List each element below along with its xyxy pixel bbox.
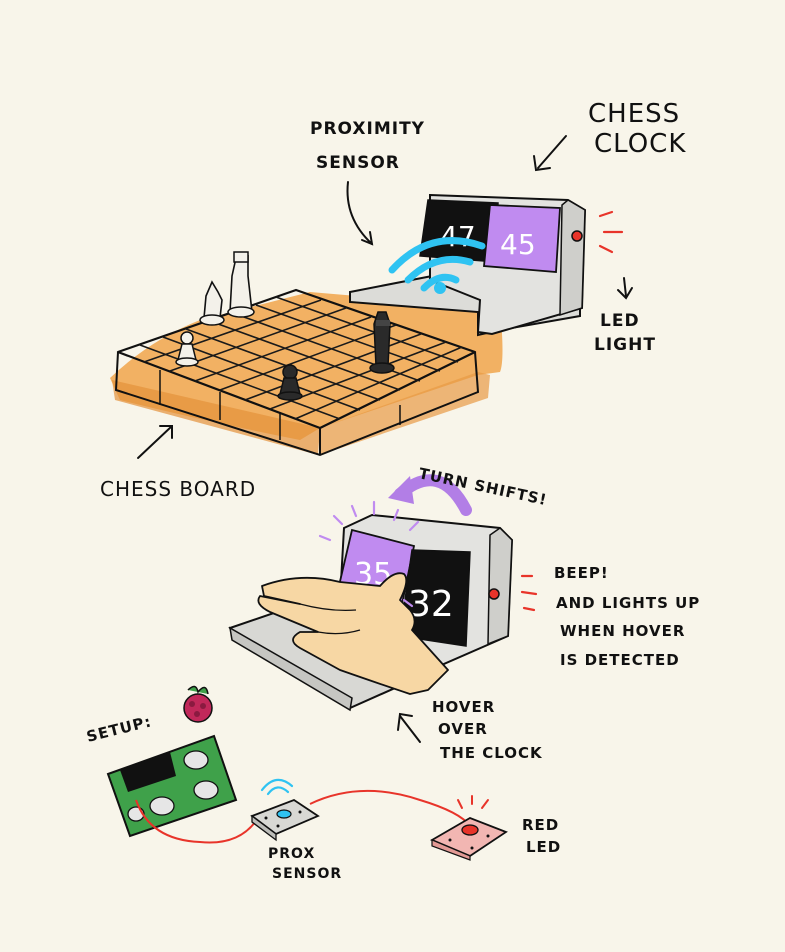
- prox-sensor-module: [250, 798, 320, 842]
- board-edge-ticks: [159, 370, 401, 440]
- clock-top-right-time: 45: [500, 228, 536, 261]
- led-light: [571, 230, 583, 242]
- label-sensor: SENSOR: [316, 153, 400, 173]
- label-chess-board: CHESS BOARD: [100, 477, 256, 501]
- hovering-hand: [257, 572, 449, 695]
- label-red: RED: [522, 816, 559, 834]
- label-the-clock: THE CLOCK: [440, 744, 543, 762]
- led-glow-icon-bottom: [520, 574, 538, 612]
- label-light: LIGHT: [594, 335, 656, 355]
- clock-top-right-display: [483, 204, 561, 273]
- red-led-glow-icon: [457, 795, 489, 809]
- label-clock: CLOCK: [594, 129, 686, 159]
- board-front-side: [112, 380, 320, 455]
- arrow-to-board: [137, 425, 173, 459]
- black-pawn: [277, 364, 303, 401]
- red-wires: [135, 789, 471, 844]
- black-king: [369, 311, 395, 374]
- raspberry-pi-board: [106, 734, 238, 838]
- label-led-bottom: LED: [526, 838, 561, 856]
- turn-arrow-icon: [388, 474, 472, 516]
- label-beep: BEEP!: [554, 564, 609, 582]
- arrow-to-hover: [397, 712, 421, 743]
- chess-board: [110, 288, 503, 457]
- arrow-to-sensor: [346, 181, 373, 245]
- label-is-detected: IS DETECTED: [560, 651, 680, 669]
- small-wifi-icon: [260, 778, 294, 796]
- clock-bottom-right-time: 32: [408, 584, 454, 625]
- pi-chip: [120, 752, 176, 792]
- label-and-lights-up: AND LIGHTS UP: [556, 594, 700, 612]
- white-pawn: [175, 331, 199, 367]
- label-led: LED: [600, 311, 640, 331]
- annotation-arrows-top: [137, 135, 633, 459]
- chess-clock-top: 47 45: [349, 193, 624, 337]
- led-light-bottom: [488, 588, 500, 600]
- chess-pieces: [175, 251, 395, 401]
- arrow-to-clock: [537, 135, 567, 169]
- label-over: OVER: [438, 720, 488, 738]
- led-glow-icon: [598, 210, 624, 254]
- clock-top-left-time: 47: [440, 220, 476, 253]
- label-when-hover: WHEN HOVER: [560, 622, 685, 640]
- board-fill: [110, 292, 503, 440]
- label-prox-sensor: SENSOR: [272, 866, 342, 882]
- labels-top: PROXIMITY SENSOR CHESS CLOCK LED LIGHT C…: [100, 99, 686, 501]
- raspberry-pi-icon: [183, 685, 213, 723]
- label-prox: PROX: [268, 846, 315, 862]
- label-proximity: PROXIMITY: [310, 119, 425, 139]
- red-led-module: [429, 817, 508, 861]
- white-rook: [227, 251, 255, 318]
- board-right-side: [320, 372, 490, 455]
- label-setup: SETUP:: [85, 712, 154, 746]
- wifi-signal-icon: [388, 237, 486, 292]
- label-hover: HOVER: [432, 698, 495, 716]
- white-knight: [199, 280, 225, 326]
- arrow-to-led: [623, 277, 627, 297]
- label-chess: CHESS: [588, 99, 680, 129]
- display-glow-icon: [318, 500, 420, 608]
